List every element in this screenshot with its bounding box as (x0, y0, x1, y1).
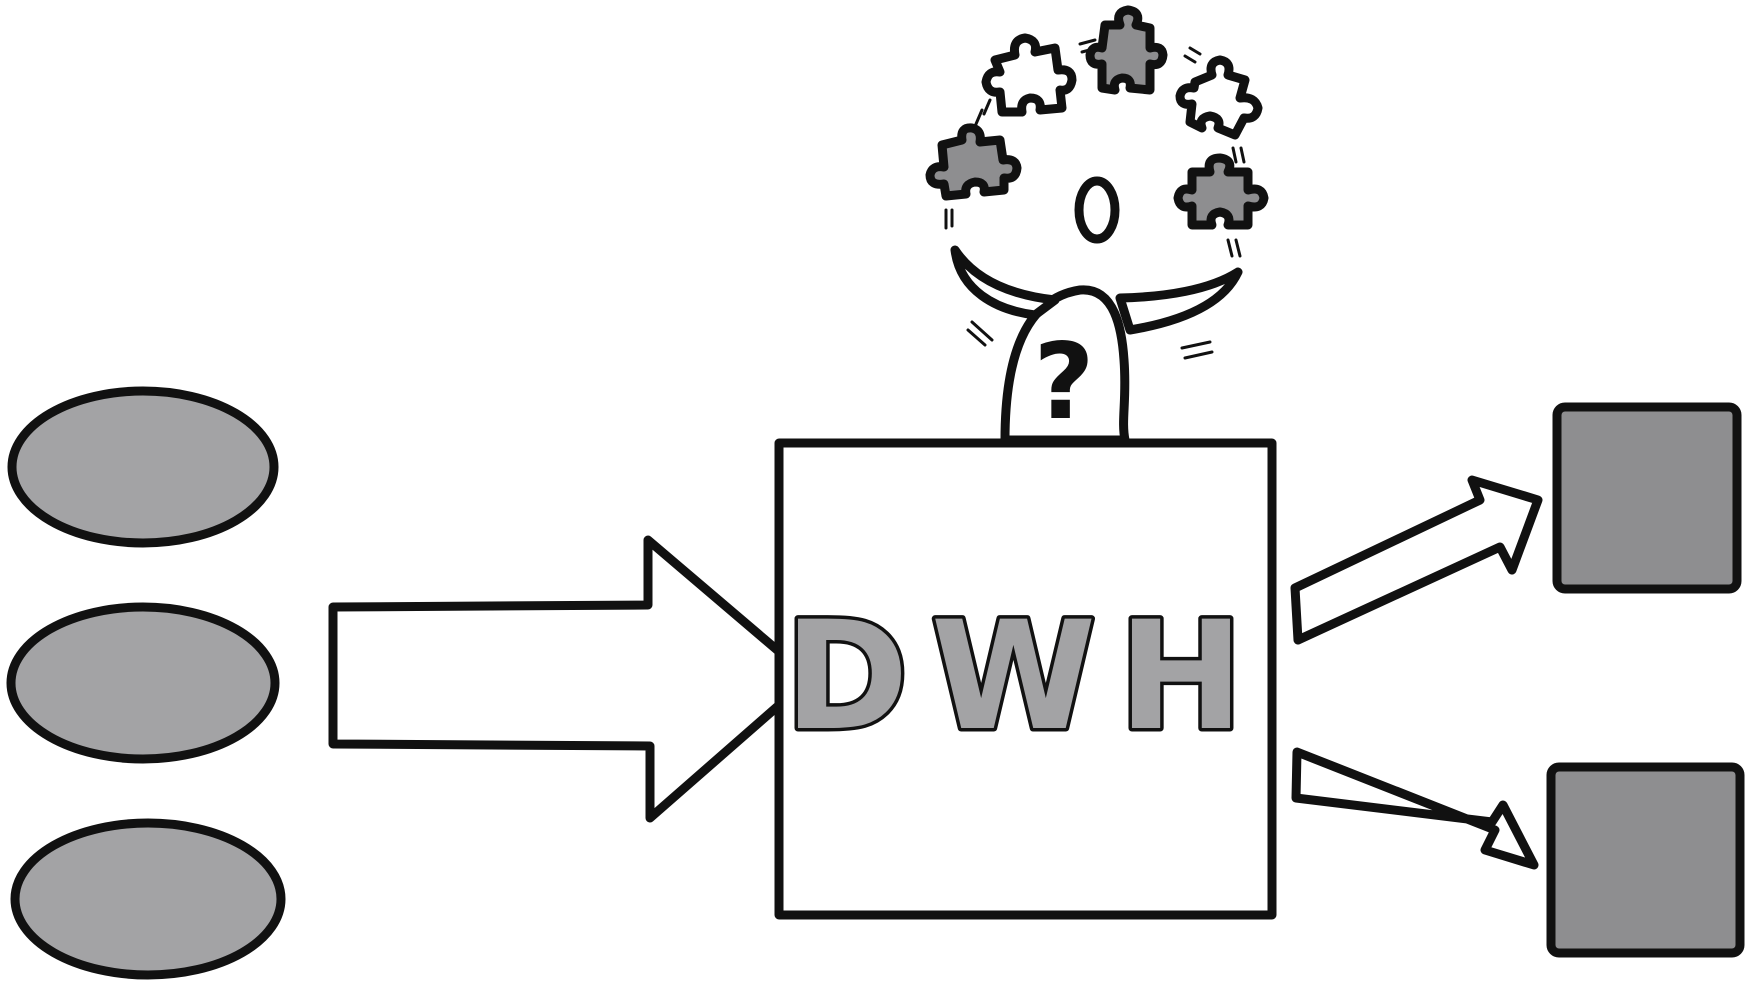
input-arrow (328, 535, 815, 823)
source-ellipse-3 (10, 818, 286, 980)
puzzle-piece-icon (1173, 153, 1269, 230)
output-squares (1546, 402, 1745, 958)
figure-body (1000, 285, 1130, 445)
motion-lines-left (966, 320, 994, 347)
puzzle-piece-icon (1085, 5, 1168, 95)
output-square-2 (1546, 762, 1745, 958)
figure-arms (950, 245, 1060, 320)
puzzle-piece-icon (981, 33, 1077, 117)
puzzle-piece-icon (925, 123, 1022, 201)
output-arrow-bottom (1291, 747, 1539, 870)
output-square-1 (1552, 402, 1742, 594)
puzzle-pieces (925, 5, 1269, 230)
output-arrow-top (1290, 475, 1543, 645)
dwh-box (774, 438, 1277, 920)
source-ellipse-1 (7, 386, 279, 548)
dwh-label: DWH (784, 590, 1266, 764)
source-ellipse-2 (6, 602, 280, 764)
figure-mouth (1074, 176, 1120, 244)
puzzle-piece-icon (1175, 55, 1263, 140)
source-ellipses (6, 386, 286, 980)
figure-arms-right (1115, 267, 1243, 335)
figure: ? (925, 5, 1269, 445)
motion-lines-right (1180, 340, 1214, 360)
head-symbol: ? (1034, 321, 1095, 443)
